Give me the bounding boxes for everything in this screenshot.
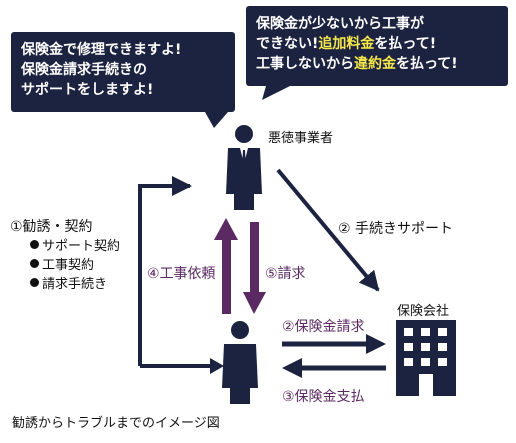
solicit-item-1: サポート契約 [10,237,120,256]
solicit-item-3-text: 請求手続き [42,277,108,292]
contractor-speech-bubble: 保険金が少ないから工事が できない!追加料金を払って! 工事しないから違約金を払… [246,6,508,86]
bubble-left-line-1: 保険金で修理できますよ! [21,42,182,58]
customer-speech-bubble: 保険金で修理できますよ! 保険金請求手続きの サポートをしますよ! [11,32,235,112]
claim-arrow [282,334,386,354]
bill-arrow [243,222,266,314]
insurer-label: 保険会社 [397,304,450,319]
solicit-label-block: ①勧誘・契約 サポート契約 工事契約 請求手続き [10,218,120,294]
extra-fee-highlight: 追加料金 [318,36,375,52]
bubble-right-line-3-pre: 工事しないから [256,56,354,72]
bubble-left-tail [205,112,228,128]
bill-label: ⑤請求 [265,266,306,282]
claim-label: ②保険金請求 [282,319,365,335]
customer-person-icon [222,321,258,404]
bubble-right-line-3-post: を払って! [396,56,458,72]
solicit-item-3: 請求手続き [10,275,120,294]
penalty-fee-highlight: 違約金 [354,56,396,72]
contractor-person-icon [226,125,262,210]
bubble-right-line-2-pre: できない! [256,36,319,52]
bubble-right-tail [262,86,290,100]
bullet-icon [30,278,39,287]
bubble-right-line-2-post: を払って! [374,36,437,52]
insurance-building-icon [396,320,456,396]
request-work-label: ④工事依頼 [147,266,216,282]
bubble-right-line-2: できない!追加料金を払って! [256,34,498,54]
request-work-arrow [214,218,238,314]
solicit-item-2: 工事契約 [10,256,120,275]
payment-label: ③保険金支払 [282,389,365,405]
solicit-item-1-text: サポート契約 [42,239,121,254]
bubble-right-line-1: 保険金が少ないから工事が [256,16,424,32]
contractor-label: 悪徳事業者 [268,131,334,146]
bubble-left-line-3: サポートをしますよ! [21,82,154,98]
diagram-caption: 勧誘からトラブルまでのイメージ図 [12,416,220,431]
payment-arrow [282,358,386,378]
bubble-left-line-2: 保険金請求手続きの [21,62,147,78]
solicit-arrow [138,176,212,368]
solicit-arrow-lower-head [210,358,224,374]
bubble-right-line-3: 工事しないから違約金を払って! [256,54,498,74]
support-label: ② 手続きサポート [338,221,454,237]
solicit-label: ①勧誘・契約 [10,219,93,235]
support-arrow [276,168,380,292]
solicit-item-2-text: 工事契約 [42,258,95,273]
bullet-icon [30,259,39,268]
bullet-icon [30,240,39,249]
